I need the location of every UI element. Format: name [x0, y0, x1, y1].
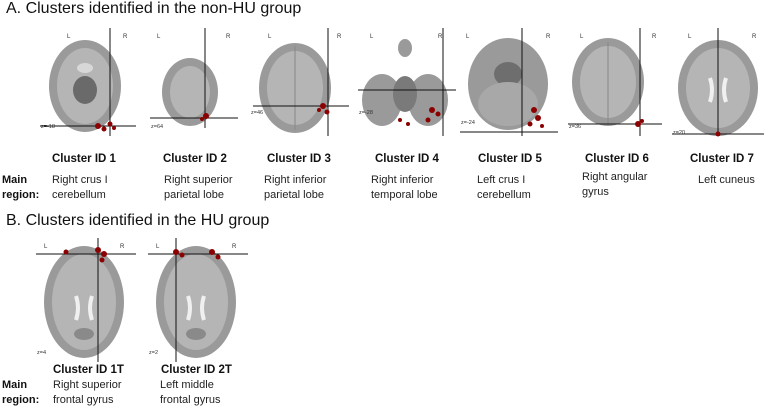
main-region-label: Main region:	[2, 174, 40, 201]
brain-slice-image	[358, 28, 456, 136]
brain-slice-image	[150, 28, 238, 128]
slice-z-label: z=-28	[359, 110, 373, 116]
brain-slice-cluster-2t: L R z=2	[148, 238, 252, 362]
brain-slice-cluster-6: L R z=36	[568, 28, 668, 138]
brain-slice-image	[672, 28, 764, 137]
right-side-marker: R	[438, 34, 443, 40]
brain-slice-cluster-1t: L R z=4	[36, 238, 140, 362]
left-side-marker: L	[688, 34, 692, 40]
brain-slice-image	[148, 238, 248, 362]
brain-slice-cluster-2: L R z=64	[150, 28, 240, 138]
left-side-marker: L	[157, 34, 161, 40]
right-side-marker: R	[337, 34, 342, 40]
right-side-marker: R	[752, 34, 757, 40]
slice-z-label: z=46	[251, 110, 264, 116]
main-region-label: Main region:	[2, 379, 40, 406]
cluster-id-label: Cluster ID 2T	[161, 364, 232, 376]
left-side-marker: L	[580, 34, 584, 40]
cluster-id-label: Cluster ID 4	[375, 153, 439, 165]
slice-z-label: z=4	[37, 350, 47, 356]
cluster-id-label: Cluster ID 1	[52, 153, 116, 165]
left-side-marker: L	[44, 244, 48, 250]
right-side-marker: R	[226, 34, 231, 40]
brain-slice-cluster-5: L R z=-24	[460, 28, 560, 138]
brain-slice-cluster-4: L R z=-28	[358, 28, 458, 138]
left-side-marker: L	[370, 34, 374, 40]
cluster-id-label: Cluster ID 5	[478, 153, 542, 165]
slice-z-label: z=-24	[461, 120, 475, 126]
section-b-title: B. Clusters identified in the HU group	[6, 212, 270, 229]
slice-z-label: z=64	[151, 124, 164, 130]
right-side-marker: R	[120, 244, 125, 250]
cluster-id-label: Cluster ID 1T	[53, 364, 124, 376]
brain-slice-cluster-7: L R z=20	[672, 28, 766, 138]
right-side-marker: R	[123, 34, 128, 40]
section-a-title: A. Clusters identified in the non-HU gro…	[6, 0, 302, 17]
left-side-marker: L	[156, 244, 160, 250]
left-side-marker: L	[268, 34, 272, 40]
region-text: Left cuneus	[698, 174, 755, 186]
brain-slice-image	[460, 28, 558, 136]
cluster-id-label: Cluster ID 2	[163, 153, 227, 165]
left-side-marker: L	[466, 34, 470, 40]
brain-slice-image	[36, 238, 136, 362]
slice-z-label: z=20	[673, 130, 686, 136]
brain-slice-image	[568, 28, 662, 136]
right-side-marker: R	[652, 34, 657, 40]
brain-slice-image	[253, 28, 349, 136]
left-side-marker: L	[67, 34, 71, 40]
slice-z-label: z=2	[149, 350, 159, 356]
brain-slice-cluster-1: L R z=-18	[40, 28, 140, 138]
brain-slice-image	[40, 28, 136, 136]
cluster-id-label: Cluster ID 7	[690, 153, 754, 165]
slice-z-label: z=-18	[41, 124, 55, 130]
cluster-id-label: Cluster ID 6	[585, 153, 649, 165]
brain-slice-cluster-3: L R z=46	[251, 28, 353, 138]
slice-z-label: z=36	[569, 124, 582, 130]
cluster-id-label: Cluster ID 3	[267, 153, 331, 165]
right-side-marker: R	[232, 244, 237, 250]
right-side-marker: R	[546, 34, 551, 40]
